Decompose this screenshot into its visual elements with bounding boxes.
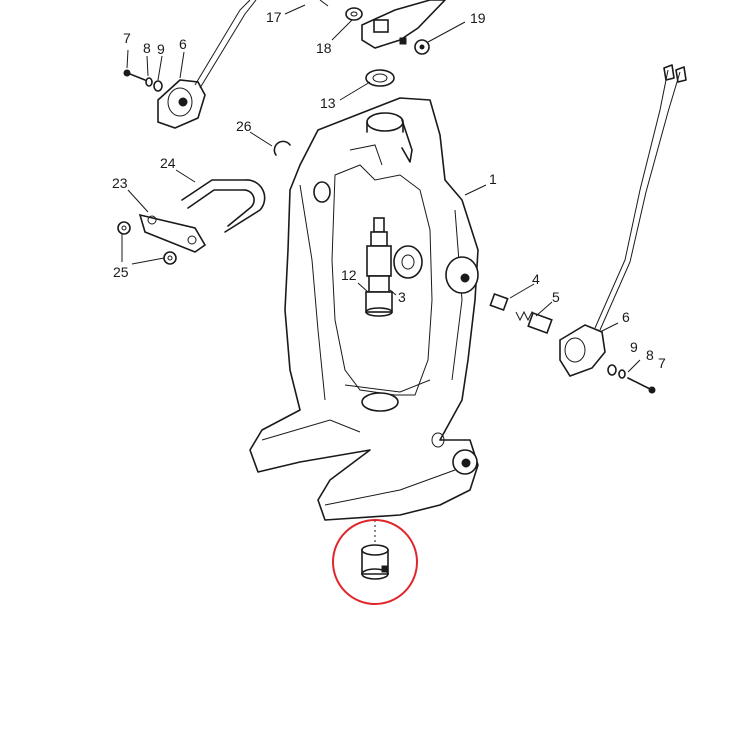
callout-1: 1	[489, 171, 497, 187]
callout-12: 12	[341, 267, 357, 283]
callout-24: 24	[160, 155, 176, 171]
bushing-part-4[interactable]	[489, 292, 509, 312]
u-bolt-part-24[interactable]	[181, 179, 266, 233]
swivel-bracket-part-1[interactable]	[249, 97, 479, 521]
steering-pin-part-12[interactable]	[365, 217, 393, 317]
callout-17: 17	[266, 9, 282, 25]
steering-arm-part-17[interactable]	[319, 0, 447, 49]
lockwasher-part-8-left[interactable]	[145, 77, 153, 87]
lower-bushing[interactable]	[361, 544, 389, 580]
screw-part-7-right[interactable]	[627, 377, 656, 394]
lockwasher-part-8-right[interactable]	[618, 369, 626, 379]
screw-part-7-left[interactable]	[123, 69, 146, 81]
washer-part-9-right[interactable]	[607, 364, 617, 376]
callout-4: 4	[532, 271, 540, 287]
callout-5: 5	[552, 289, 560, 305]
nut-part-25-lower[interactable]	[163, 251, 177, 265]
clip-part-26[interactable]	[273, 140, 291, 156]
callout-7-right: 7	[658, 355, 666, 371]
callout-19: 19	[470, 10, 486, 26]
callout-8-left: 8	[143, 40, 151, 56]
callout-labels: 1 3 4 5 6 9 8 7 12 13 17 18 19 7 8 9 6 2…	[112, 9, 666, 371]
callout-9-left: 9	[157, 41, 165, 57]
callout-18: 18	[316, 40, 332, 56]
washer-part-18[interactable]	[345, 7, 363, 21]
callout-6-right: 6	[622, 309, 630, 325]
callout-6-left: 6	[179, 36, 187, 52]
plate-part-23[interactable]	[138, 213, 207, 253]
callout-26: 26	[236, 118, 252, 134]
nut-part-19[interactable]	[399, 37, 430, 55]
callout-8-right: 8	[646, 347, 654, 363]
callout-23: 23	[112, 175, 128, 191]
leader-lines	[121, 4, 641, 373]
callout-25: 25	[113, 264, 129, 280]
washer-part-3[interactable]	[393, 245, 423, 279]
callout-3: 3	[398, 289, 406, 305]
callout-7-left: 7	[123, 30, 131, 46]
nut-part-25-upper[interactable]	[117, 221, 131, 235]
trim-sender-part-6-left[interactable]	[157, 0, 257, 129]
callout-9-right: 9	[630, 339, 638, 355]
washer-part-9-left[interactable]	[153, 80, 163, 92]
trim-sender-part-6-right[interactable]	[559, 64, 687, 377]
spring-part-5[interactable]	[515, 310, 553, 335]
washer-part-13[interactable]	[365, 69, 395, 87]
highlight-circle	[332, 519, 418, 605]
callout-13: 13	[320, 95, 336, 111]
